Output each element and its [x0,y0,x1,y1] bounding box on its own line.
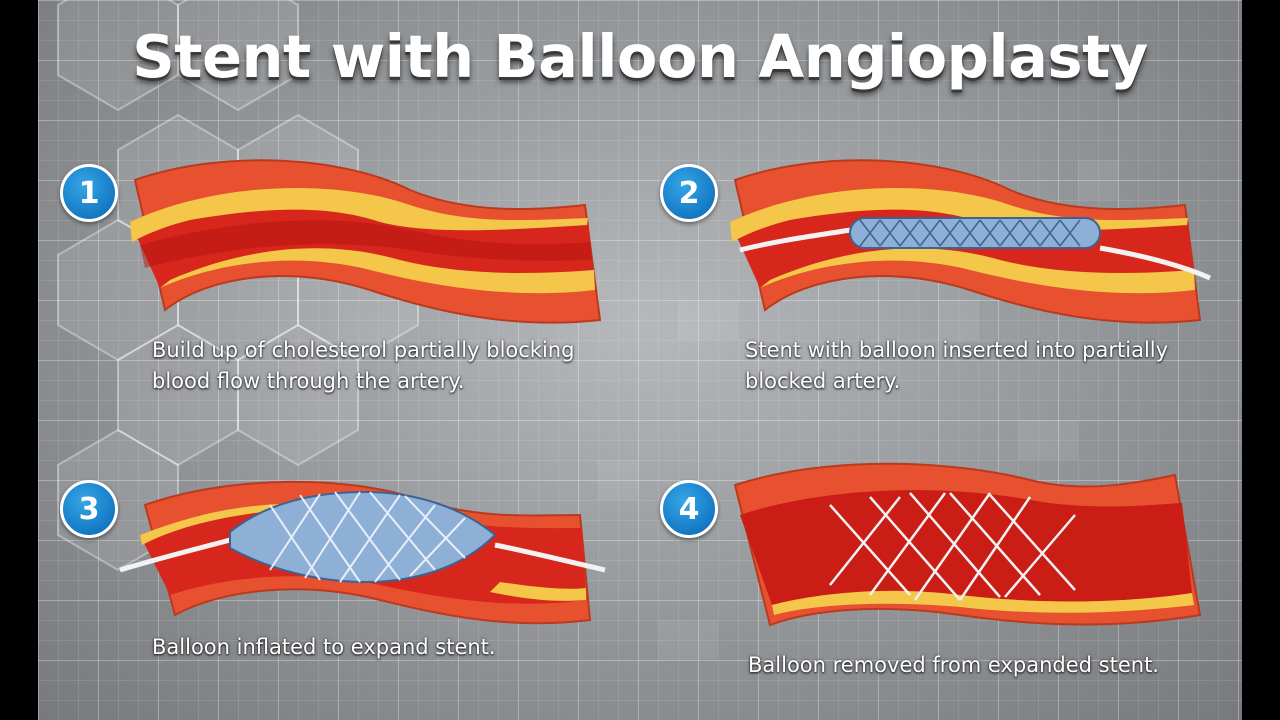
step-2-caption: Stent with balloon inserted into partial… [745,335,1225,397]
step-2-badge: 2 [660,164,718,222]
step-1-caption: Build up of cholesterol partially blocki… [152,335,632,397]
artery-step-3-illustration [120,470,600,640]
left-letterbox [0,0,38,720]
step-4-caption: Balloon removed from expanded stent. [748,650,1228,681]
right-letterbox [1242,0,1280,720]
step-3-badge: 3 [60,480,118,538]
artery-step-2-illustration [720,150,1220,330]
artery-step-1-illustration [110,150,610,330]
artery-step-4-illustration [730,455,1210,635]
page-title: Stent with Balloon Angioplasty [38,22,1242,91]
step-4-badge: 4 [660,480,718,538]
step-3-caption: Balloon inflated to expand stent. [152,632,632,663]
